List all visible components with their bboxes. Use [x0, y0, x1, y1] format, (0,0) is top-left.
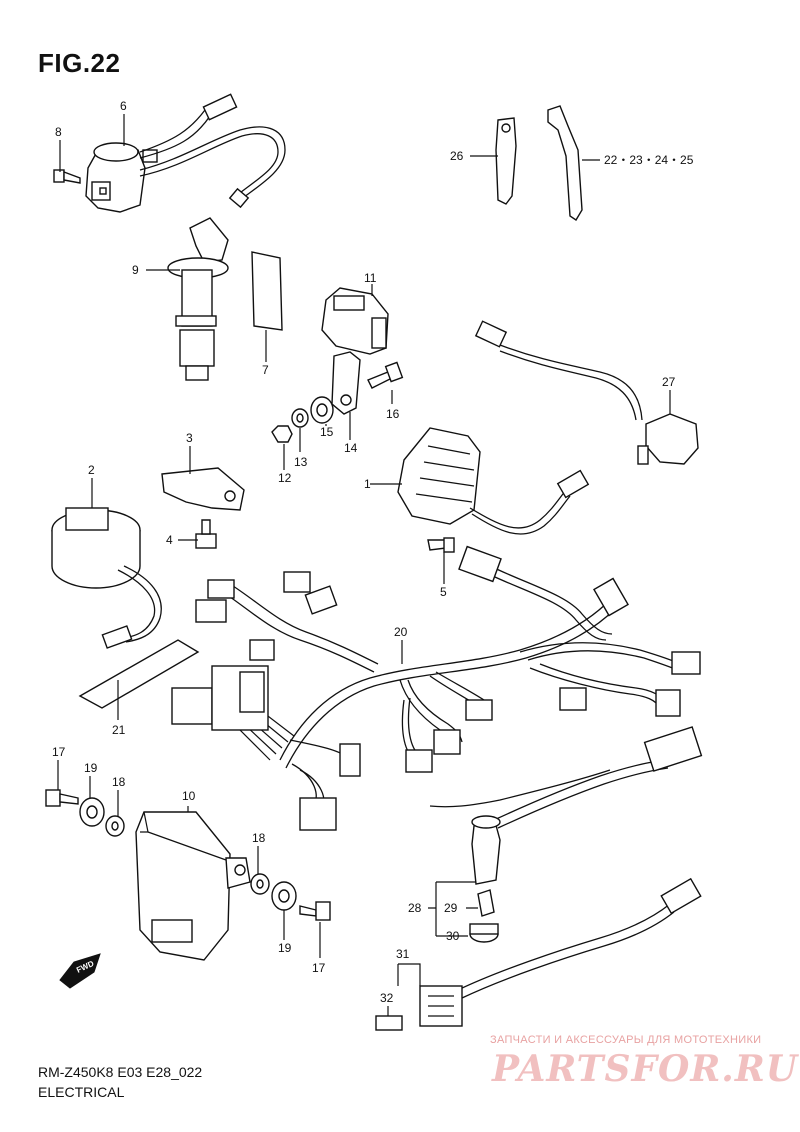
washer-18-left[interactable] [105, 815, 125, 837]
bolt-5[interactable] [427, 537, 455, 553]
callout-16: 16 [386, 407, 400, 421]
fuse-29[interactable] [477, 889, 495, 917]
spark-plug-cap[interactable] [167, 217, 229, 381]
callout-1: 1 [364, 477, 371, 491]
callout-22-25: 22・23・24・25 [604, 153, 694, 167]
grommet-19-right[interactable] [271, 881, 297, 911]
clamp-22-25[interactable] [547, 105, 583, 221]
callout-9: 9 [132, 263, 139, 277]
capacitor[interactable] [51, 507, 162, 649]
callout-4: 4 [166, 533, 173, 547]
regulator-rectifier[interactable] [397, 427, 590, 535]
model-code: RM-Z450K8 E03 E28_022 [38, 1064, 203, 1080]
pad-7[interactable] [251, 251, 283, 331]
watermark-logo: PARTSFOR.RU [492, 1048, 799, 1090]
washer-13[interactable] [291, 408, 309, 428]
callout-28: 28 [408, 901, 422, 915]
fuse-32[interactable] [375, 1015, 403, 1031]
callout-17-right: 17 [312, 961, 326, 975]
callout-18-left: 18 [112, 775, 126, 789]
bolt-4[interactable] [195, 519, 217, 549]
callout-10: 10 [182, 789, 196, 803]
callout-17-left: 17 [52, 745, 66, 759]
bolt-17-left[interactable] [45, 789, 79, 807]
callout-3: 3 [186, 431, 193, 445]
nut-12[interactable] [271, 425, 293, 443]
callout-18-right: 18 [252, 831, 266, 845]
callout-2: 2 [88, 463, 95, 477]
section-name: ELECTRICAL [38, 1084, 125, 1100]
bracket-3[interactable] [161, 467, 245, 511]
callout-29: 29 [444, 901, 458, 915]
callout-32: 32 [380, 991, 394, 1005]
relay-bracket[interactable] [331, 351, 361, 415]
callout-14: 14 [344, 441, 358, 455]
callout-6: 6 [120, 99, 127, 113]
fuse-box-lead[interactable] [419, 877, 702, 1027]
watermark-tagline: ЗАПЧАСТИ И АКСЕССУАРЫ ДЛЯ МОТОТЕХНИКИ [490, 1034, 762, 1046]
harness-connectors [171, 545, 701, 831]
clamp-26[interactable] [495, 117, 517, 205]
callout-12: 12 [278, 471, 292, 485]
callout-30: 30 [446, 929, 460, 943]
washer-18-right[interactable] [250, 873, 270, 895]
callout-20: 20 [394, 625, 408, 639]
fwd-direction-arrow: FWD [59, 953, 101, 989]
callout-31: 31 [396, 947, 410, 961]
callout-19-right: 19 [278, 941, 292, 955]
grommet-15[interactable] [310, 396, 334, 424]
callout-7: 7 [262, 363, 269, 377]
sensor-27[interactable] [474, 320, 699, 465]
callout-13: 13 [294, 455, 308, 469]
callout-11: 11 [364, 271, 377, 285]
callout-15: 15 [320, 425, 334, 439]
callout-19-left: 19 [84, 761, 98, 775]
callout-21: 21 [112, 723, 126, 737]
ecm-unit[interactable] [135, 811, 251, 961]
bolt-8[interactable] [53, 169, 81, 184]
bolt-16[interactable] [367, 361, 404, 389]
leader-lines [57, 114, 671, 1016]
callout-27: 27 [662, 375, 676, 389]
cap-30[interactable] [469, 923, 499, 943]
coupler-lead-28[interactable] [471, 726, 703, 885]
grommet-19-left[interactable] [79, 797, 105, 827]
starter-relay[interactable] [321, 287, 389, 355]
callout-26: 26 [450, 149, 464, 163]
callout-labels: 1 2 3 4 5 6 7 8 9 10 11 12 13 14 15 16 1… [52, 99, 694, 1005]
bolt-17-right[interactable] [299, 901, 331, 921]
insulation-sheet[interactable] [78, 639, 200, 709]
callout-5: 5 [440, 585, 447, 599]
figure-title: FIG.22 [38, 48, 121, 78]
callout-8: 8 [55, 125, 62, 139]
ignition-coil[interactable] [85, 93, 286, 213]
